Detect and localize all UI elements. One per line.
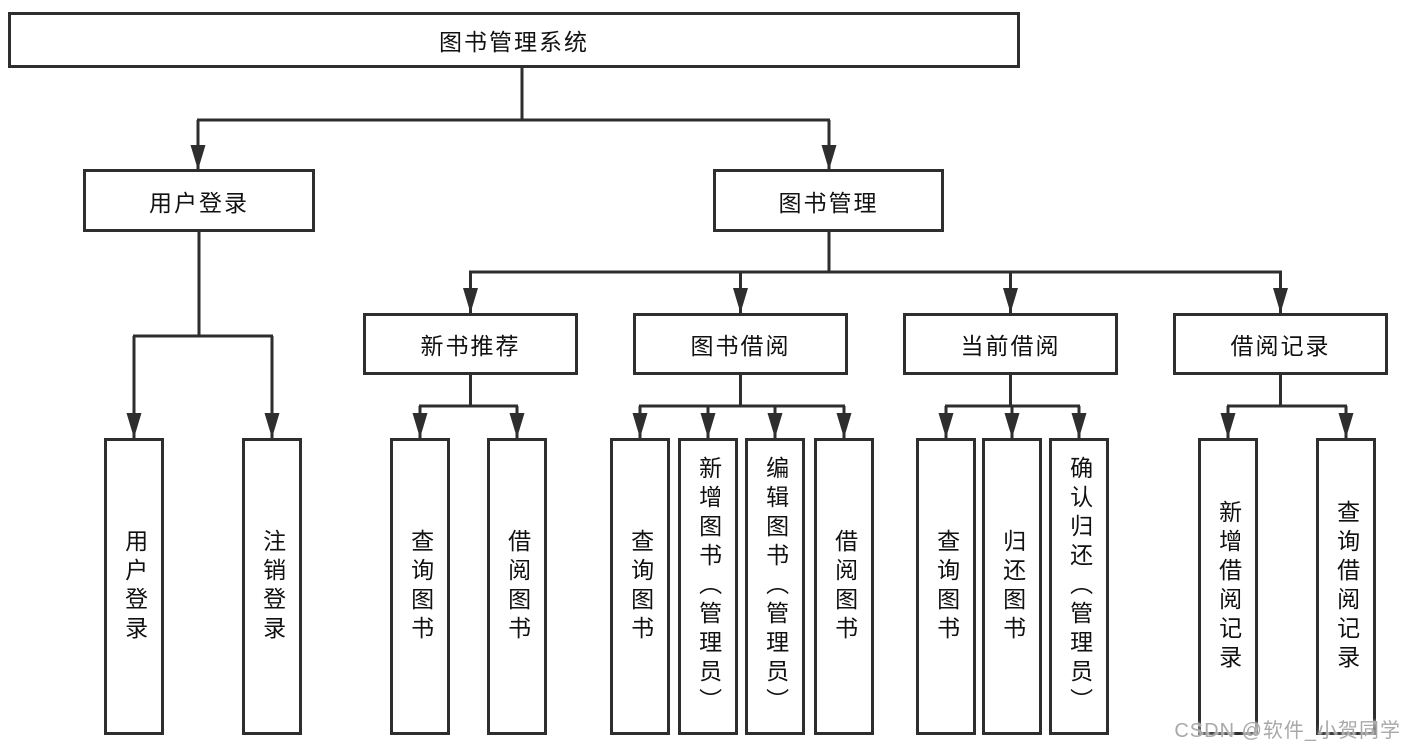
watermark: CSDN @软件_小贺同学 xyxy=(1174,720,1401,742)
leaf-logout: 注销登录 xyxy=(242,438,302,735)
leaf-cb-query-books: 查询图书 xyxy=(916,438,976,735)
leaf-label: 借阅图书 xyxy=(504,528,531,645)
node-label: 用户登录 xyxy=(149,189,249,216)
leaf-label: 查询图书 xyxy=(407,528,434,645)
node-label: 图书管理 xyxy=(778,189,879,216)
node-label: 借阅记录 xyxy=(1230,333,1331,359)
node-book-management: 图书管理 xyxy=(713,169,944,232)
leaf-bb-borrow-books: 借阅图书 xyxy=(814,438,874,735)
leaf-br-add-record: 新增借阅记录 xyxy=(1198,438,1258,735)
leaf-label: 确认归还（管理员） xyxy=(1066,456,1093,717)
node-borrow-records: 借阅记录 xyxy=(1173,313,1388,375)
leaf-user-login: 用户登录 xyxy=(104,438,164,735)
leaf-bb-query-books: 查询图书 xyxy=(610,438,670,735)
leaf-label: 编辑图书（管理员） xyxy=(762,456,789,717)
leaf-label: 归还图书 xyxy=(999,528,1026,645)
leaf-cb-return-books: 归还图书 xyxy=(982,438,1042,735)
node-label: 新书推荐 xyxy=(420,333,521,359)
leaf-bb-add-books: 新增图书（管理员） xyxy=(678,438,738,735)
leaf-nbr-query-books: 查询图书 xyxy=(390,438,450,735)
leaf-label: 用户登录 xyxy=(121,528,148,645)
connector-lines xyxy=(132,66,1348,438)
leaf-label: 查询借阅记录 xyxy=(1333,499,1360,674)
leaf-br-query-record: 查询借阅记录 xyxy=(1316,438,1376,735)
node-label: 当前借阅 xyxy=(960,333,1061,359)
node-library-system: 图书管理系统 xyxy=(8,12,1020,68)
leaf-label: 查询图书 xyxy=(933,528,960,645)
node-book-borrow: 图书借阅 xyxy=(633,313,848,375)
leaf-label: 新增图书（管理员） xyxy=(695,456,722,717)
leaf-label: 借阅图书 xyxy=(831,528,858,645)
leaf-label: 查询图书 xyxy=(627,528,654,645)
leaf-bb-edit-books: 编辑图书（管理员） xyxy=(745,438,805,735)
leaf-label: 新增借阅记录 xyxy=(1215,499,1242,674)
node-user-login: 用户登录 xyxy=(83,169,315,232)
node-new-book-recommend: 新书推荐 xyxy=(363,313,578,375)
node-label: 图书借阅 xyxy=(690,333,791,359)
leaf-nbr-borrow-books: 借阅图书 xyxy=(487,438,547,735)
leaf-cb-confirm-return: 确认归还（管理员） xyxy=(1049,438,1109,735)
node-current-borrow: 当前借阅 xyxy=(903,313,1118,375)
leaf-label: 注销登录 xyxy=(259,528,286,645)
node-label: 图书管理系统 xyxy=(439,29,589,55)
